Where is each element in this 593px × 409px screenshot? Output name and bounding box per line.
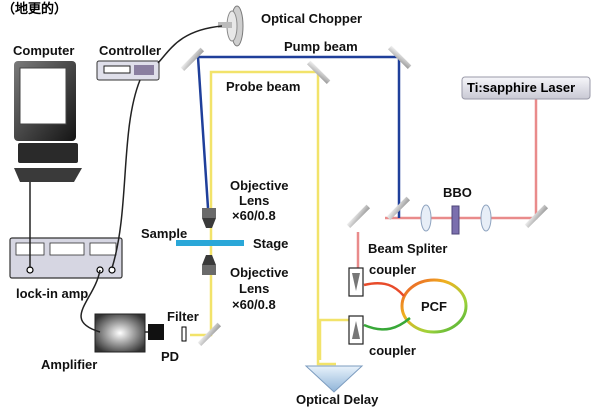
laser-label: Ti:sapphire Laser	[467, 80, 576, 95]
cable-chopper-controller	[157, 25, 223, 64]
laser-box	[461, 76, 591, 100]
objective-lens-top-icon	[202, 208, 216, 228]
mirror-pump-top-right	[387, 45, 412, 70]
sample-label: Sample	[141, 226, 188, 241]
objective-bottom-line1: Objective	[230, 265, 289, 280]
optical-delay-label: Optical Delay	[296, 392, 379, 407]
objective-lens-bottom-icon	[202, 255, 216, 275]
header-fragment: （地更的）	[2, 1, 68, 16]
amplifier-label: Amplifier	[41, 357, 98, 372]
lens-right	[480, 204, 492, 232]
coupler-bottom-icon	[348, 315, 364, 345]
objective-top-line2: Lens	[239, 193, 270, 208]
photodiode-icon	[148, 324, 164, 340]
optical-chopper-label: Optical Chopper	[261, 11, 363, 26]
mirror-pump-top-left	[180, 47, 205, 72]
stage-label: Stage	[253, 236, 289, 251]
coupler-top-icon	[348, 267, 364, 297]
computer-label: Computer	[13, 43, 75, 58]
pcf-fiber	[363, 278, 468, 334]
cable-amplifier-lockin	[80, 269, 101, 333]
lockin-amp-icon	[9, 237, 123, 279]
chopper-icon	[218, 5, 244, 47]
mirror-fiber-top	[346, 204, 371, 229]
filter-icon	[181, 326, 187, 342]
controller-label: Controller	[99, 43, 162, 58]
mirror-filter	[197, 322, 222, 347]
coupler-bottom-label: coupler	[369, 343, 416, 358]
amplifier-icon	[94, 313, 146, 353]
cable-controller-lockin	[111, 79, 141, 269]
pump-beam	[196, 55, 401, 218]
mirror-laser	[524, 204, 549, 229]
probe-beam-label: Probe beam	[226, 79, 301, 94]
objective-bottom-line3: ×60/0.8	[232, 297, 276, 312]
lens-left	[420, 204, 432, 232]
coupler-top-label: coupler	[369, 262, 416, 277]
objective-top-line1: Objective	[230, 178, 289, 193]
optical-delay-prism-icon	[304, 365, 364, 393]
bbo-crystal	[451, 205, 460, 235]
objective-bottom-line2: Lens	[239, 281, 270, 296]
beam-splitter-label: Beam Spliter	[368, 241, 448, 256]
pd-label: PD	[161, 349, 180, 364]
pump-beam-label: Pump beam	[284, 39, 358, 54]
stage-plate	[176, 240, 244, 246]
objective-top-line3: ×60/0.8	[232, 208, 276, 223]
mirror-probe-top	[306, 60, 331, 85]
beam-splitter-element	[386, 196, 411, 221]
pcf-label: PCF	[421, 299, 447, 314]
bbo-label: BBO	[443, 185, 472, 200]
controller-icon	[96, 60, 160, 81]
lockin-label: lock-in amp	[16, 286, 89, 301]
computer-icon	[14, 61, 82, 182]
filter-label: Filter	[167, 309, 199, 324]
